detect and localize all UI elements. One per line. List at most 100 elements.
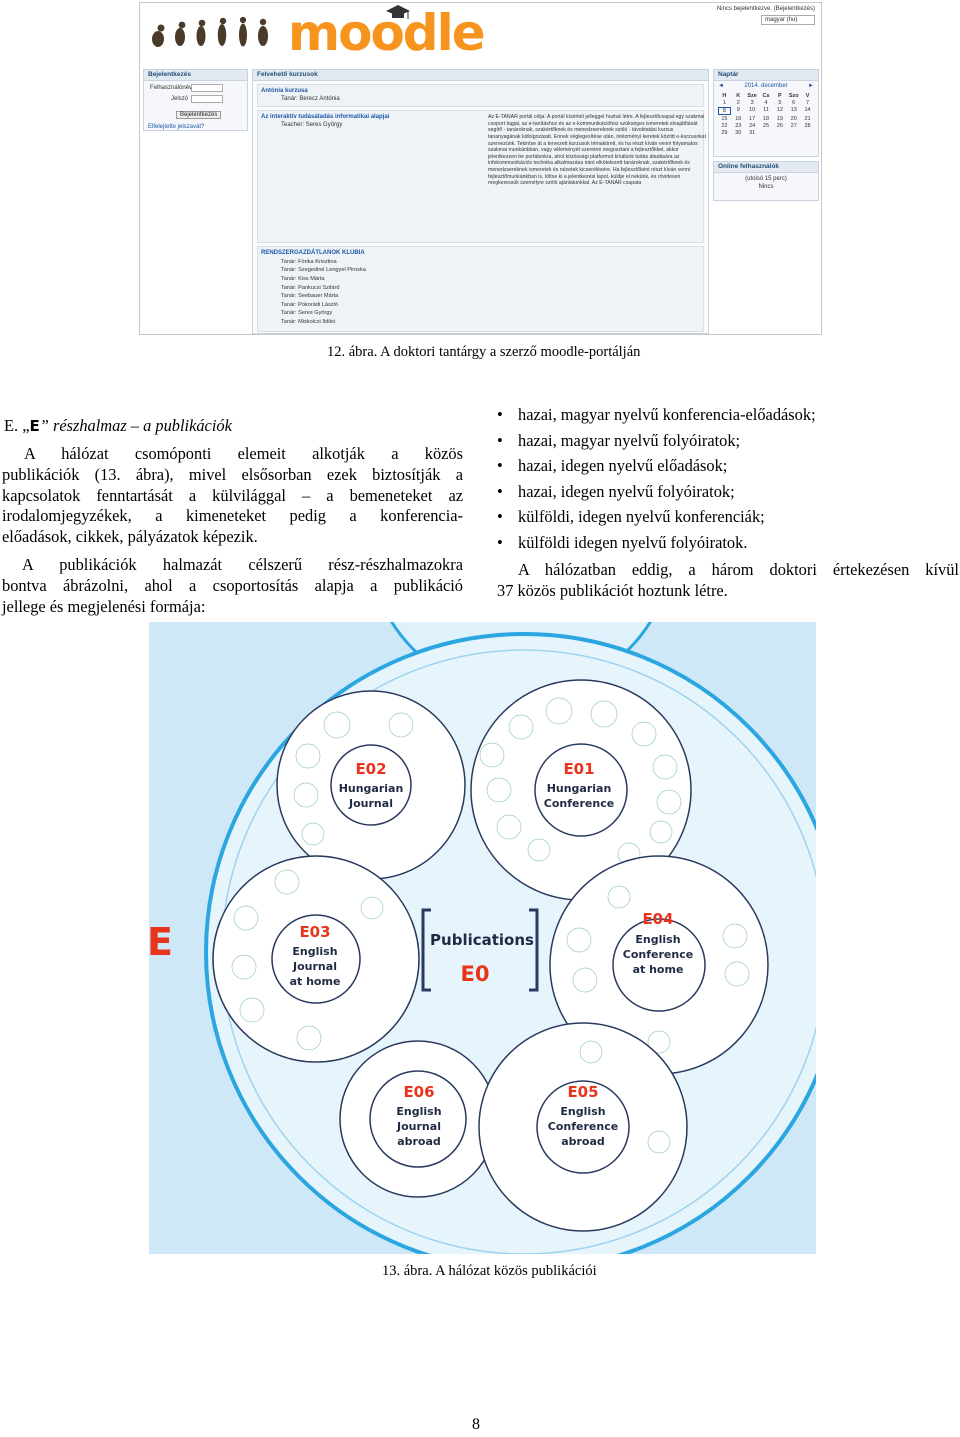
club-teacher: Tanár: Seres György — [281, 310, 333, 317]
evolution-silhouette-icon — [152, 16, 268, 47]
username-row: Felhasználónév — [150, 84, 247, 92]
calendar-day[interactable]: 26 — [776, 123, 783, 129]
calendar-day[interactable]: 19 — [776, 116, 783, 122]
club-teacher: Tanár: Miskolczi Ildikó — [281, 318, 336, 325]
course-2-teacher: Teacher: Seres György — [281, 121, 343, 128]
list-item: hazai, magyar nyelvű folyóiratok; — [497, 428, 816, 454]
side-letter-e: E — [149, 920, 173, 964]
calendar-day[interactable]: 16 — [735, 116, 742, 122]
calendar-day[interactable]: 25 — [762, 123, 770, 129]
node-e02-code: E02 — [355, 760, 386, 778]
center-code: E0 — [461, 962, 490, 986]
calendar-day[interactable]: 18 — [762, 116, 770, 122]
previous-month-icon[interactable]: ◄ — [718, 83, 724, 89]
calendar-block-title: Naptár — [714, 70, 818, 81]
node-e03[interactable]: E03 English Journal at home — [212, 855, 420, 1063]
calendar-day[interactable]: 17 — [749, 116, 756, 122]
calendar-day[interactable]: 12 — [776, 107, 783, 113]
login-block: Bejelentkezés Felhasználónév Jelszó Beje… — [143, 69, 248, 131]
publication-type-list: hazai, magyar nyelvű konferencia-előadás… — [497, 402, 816, 556]
node-e06-code: E06 — [403, 1083, 434, 1101]
node-e01-line1: Hungarian — [547, 782, 612, 795]
calendar-day[interactable]: 4 — [764, 100, 768, 106]
node-e06-line1: English — [396, 1105, 441, 1118]
moodle-header: moodle Nincs bejelentkezve. (Bejelentkez… — [140, 3, 821, 67]
forgot-password-link[interactable]: Elfelejtette jelszavát? — [148, 124, 205, 130]
course-2-name[interactable]: Az interaktív tudásátadás informatikai a… — [261, 114, 390, 121]
calendar-day[interactable]: 8 — [718, 107, 731, 115]
calendar-day[interactable]: 22 — [721, 123, 728, 129]
moodle-logo[interactable]: moodle — [288, 4, 486, 62]
list-item: hazai, idegen nyelvű folyóiratok; — [497, 479, 816, 505]
calendar-day[interactable]: 5 — [778, 100, 782, 106]
calendar-day[interactable]: 30 — [735, 130, 742, 136]
node-e05[interactable]: E05 English Conference abroad — [478, 1022, 688, 1232]
course-3-name[interactable]: RENDSZERGAZDÁTLANOK KLUBIA — [261, 250, 365, 257]
calendar-day[interactable]: 20 — [790, 116, 797, 122]
calendar-day[interactable]: 1 — [722, 100, 726, 106]
calendar-day[interactable]: 7 — [806, 100, 810, 106]
section-suffix: ” részhalmaz – a publikációk — [39, 416, 232, 435]
language-select[interactable]: magyar (hu) — [761, 15, 815, 25]
username-input[interactable] — [191, 84, 223, 92]
paragraph-2: A publikációk halmazát célszerű rész-rés… — [2, 555, 463, 617]
calendar-day[interactable]: 11 — [763, 107, 769, 113]
figure-12-caption: 12. ábra. A doktori tantárgy a szerző mo… — [327, 344, 641, 360]
node-e01-code: E01 — [563, 760, 594, 778]
calendar-day[interactable]: 31 — [749, 130, 756, 136]
node-e01[interactable]: E01 Hungarian Conference — [470, 679, 692, 901]
course-entry-2[interactable]: Az interaktív tudásátadás informatikai a… — [257, 110, 706, 244]
calendar-day[interactable]: 13 — [790, 107, 797, 113]
calendar-day[interactable]: 2 — [736, 100, 740, 106]
login-button[interactable]: Bejelentkezés — [176, 111, 222, 119]
calendar-day[interactable]: 9 — [736, 107, 740, 113]
node-e03-line3: at home — [290, 975, 341, 988]
calendar-day[interactable]: 29 — [721, 130, 728, 136]
course-entry-1[interactable]: Antónia kurzusa Tanár: Berecz Antónia — [257, 84, 704, 108]
node-e04-line3: at home — [633, 963, 684, 976]
paragraph-2-line: A publikációk halmazát célszerű rész-rés… — [22, 555, 463, 574]
center-publications: Publications E0 — [421, 908, 539, 992]
paragraph-3-line: A hálózatban eddig, a három doktori érte… — [518, 560, 959, 579]
page-number: 8 — [472, 1416, 480, 1433]
node-e02-line1: Hungarian — [339, 782, 404, 795]
node-e02[interactable]: E02 Hungarian Journal — [276, 690, 466, 880]
calendar-day[interactable]: 3 — [750, 100, 754, 106]
calendar-day[interactable]: 6 — [792, 100, 796, 106]
calendar-day[interactable]: 27 — [790, 123, 797, 129]
courses-block-title: Felvehető kurzusok — [253, 70, 708, 81]
node-e06-line2: Journal — [396, 1120, 441, 1133]
calendar-weekday: Szo — [788, 93, 799, 99]
login-status[interactable]: Nincs bejelentkezve. (Bejelentkezés) — [716, 6, 815, 12]
course-1-name[interactable]: Antónia kurzusa — [261, 88, 308, 94]
courses-block: Felvehető kurzusok Antónia kurzusa Tanár… — [252, 69, 709, 334]
list-item: hazai, idegen nyelvű előadások; — [497, 453, 816, 479]
node-e06[interactable]: E06 English Journal abroad — [339, 1040, 497, 1198]
calendar-day[interactable]: 14 — [804, 107, 811, 113]
course-entry-3[interactable]: RENDSZERGAZDÁTLANOK KLUBIA Tanár: Fórika… — [257, 246, 704, 333]
club-teacher: Tanár: Pokorádi László — [281, 301, 338, 308]
password-input[interactable] — [191, 95, 223, 103]
next-month-icon[interactable]: ► — [808, 83, 814, 89]
node-e04-line1: English — [635, 933, 680, 946]
calendar-day[interactable]: 28 — [804, 123, 811, 129]
course-1-teacher: Tanár: Berecz Antónia — [281, 95, 340, 102]
paragraph-1-line: irodalomjegyzékek, a kimeneteket pedig a… — [2, 506, 463, 526]
paragraph-1-line: publikációk (13. ábra), mivel elsősorban… — [2, 464, 463, 484]
calendar-day[interactable]: 21 — [804, 116, 811, 122]
login-block-title: Bejelentkezés — [144, 70, 247, 81]
calendar-day[interactable]: 15 — [721, 116, 728, 122]
course-3-teachers: Tanár: Fórika Krisztina Tanár: Szegediné… — [261, 258, 700, 327]
section-prefix: E. „ — [4, 416, 30, 435]
node-e04[interactable]: E04 English Conference at home — [549, 855, 769, 1075]
calendar-day[interactable]: 10 — [749, 107, 756, 113]
course-2-description: Az E-TANÁR portál célja: A portál kísérl… — [488, 114, 706, 187]
online-users-period: (utolsó 15 perc) — [745, 176, 787, 182]
calendar-weekday: V — [805, 93, 810, 99]
calendar-day[interactable]: 23 — [735, 123, 742, 129]
paragraph-1: A hálózat csomóponti elemeit alkotják a … — [2, 444, 463, 548]
calendar-day[interactable]: 24 — [749, 123, 756, 129]
password-row: Jelszó — [150, 95, 247, 103]
